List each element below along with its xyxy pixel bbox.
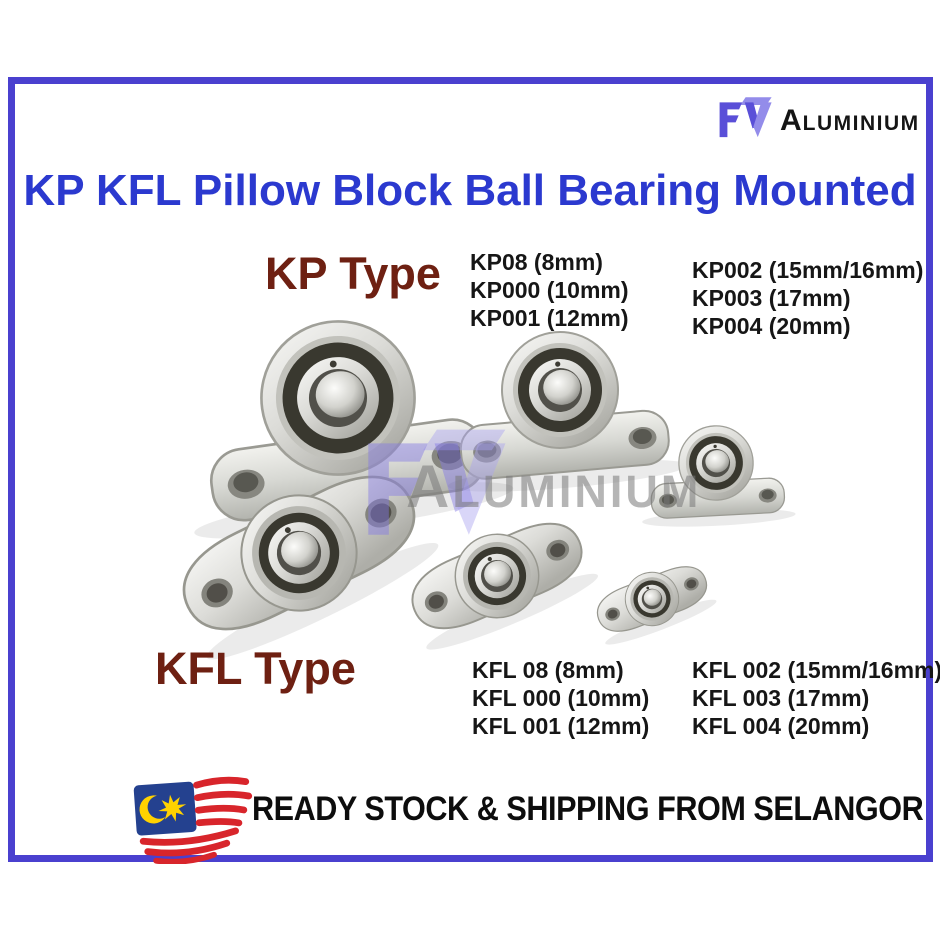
brand-logo: ALUMINIUM xyxy=(712,92,920,144)
page-title: KP KFL Pillow Block Ball Bearing Mounted xyxy=(23,166,917,215)
brand-name: ALUMINIUM xyxy=(780,104,920,138)
kfl-spec-line: KFL 001 (12mm) xyxy=(472,713,650,739)
kfl-spec-line: KFL 003 (17mm) xyxy=(692,685,870,711)
kfl-specs-column-2: KFL 002 (15mm/16mm) KFL 003 (17mm) KFL 0… xyxy=(692,656,940,740)
kfl-bearing-small-image xyxy=(596,566,717,645)
border-frame xyxy=(8,77,933,862)
kp-spec-line: KP08 (8mm) xyxy=(470,249,603,275)
brand-name-rest: LUMINIUM xyxy=(802,112,920,135)
fv-logo-icon xyxy=(719,97,772,138)
kfl-bearing-medium-image xyxy=(411,522,598,650)
kp-specs-column-1: KP08 (8mm) KP000 (10mm) KP001 (12mm) xyxy=(470,248,629,332)
brand-name-initial: A xyxy=(780,104,803,137)
kfl-spec-line: KFL 000 (10mm) xyxy=(472,685,650,711)
malaysia-flag-icon xyxy=(133,776,253,864)
shipping-banner: READY STOCK & SHIPPING FROM SELANGOR xyxy=(252,790,924,828)
kp-bearing-small-image xyxy=(642,425,796,527)
kp-bearing-medium-image xyxy=(447,331,688,492)
kp-type-heading: KP Type xyxy=(265,248,441,299)
kp-spec-line: KP003 (17mm) xyxy=(692,285,851,311)
kp-spec-line: KP001 (12mm) xyxy=(470,305,629,331)
kfl-type-heading: KFL Type xyxy=(155,643,356,694)
kfl-spec-line: KFL 08 (8mm) xyxy=(472,657,624,683)
kp-spec-line: KP000 (10mm) xyxy=(470,277,629,303)
kp-spec-line: KP002 (15mm/16mm) xyxy=(692,257,924,283)
kfl-specs-column-1: KFL 08 (8mm) KFL 000 (10mm) KFL 001 (12m… xyxy=(472,656,649,740)
kfl-spec-line: KFL 002 (15mm/16mm) xyxy=(692,657,940,683)
kp-spec-line: KP004 (20mm) xyxy=(692,313,851,339)
kfl-spec-line: KFL 004 (20mm) xyxy=(692,713,870,739)
kfl-bearing-large-image xyxy=(182,475,439,660)
kp-specs-column-2: KP002 (15mm/16mm) KP003 (17mm) KP004 (20… xyxy=(692,256,923,340)
